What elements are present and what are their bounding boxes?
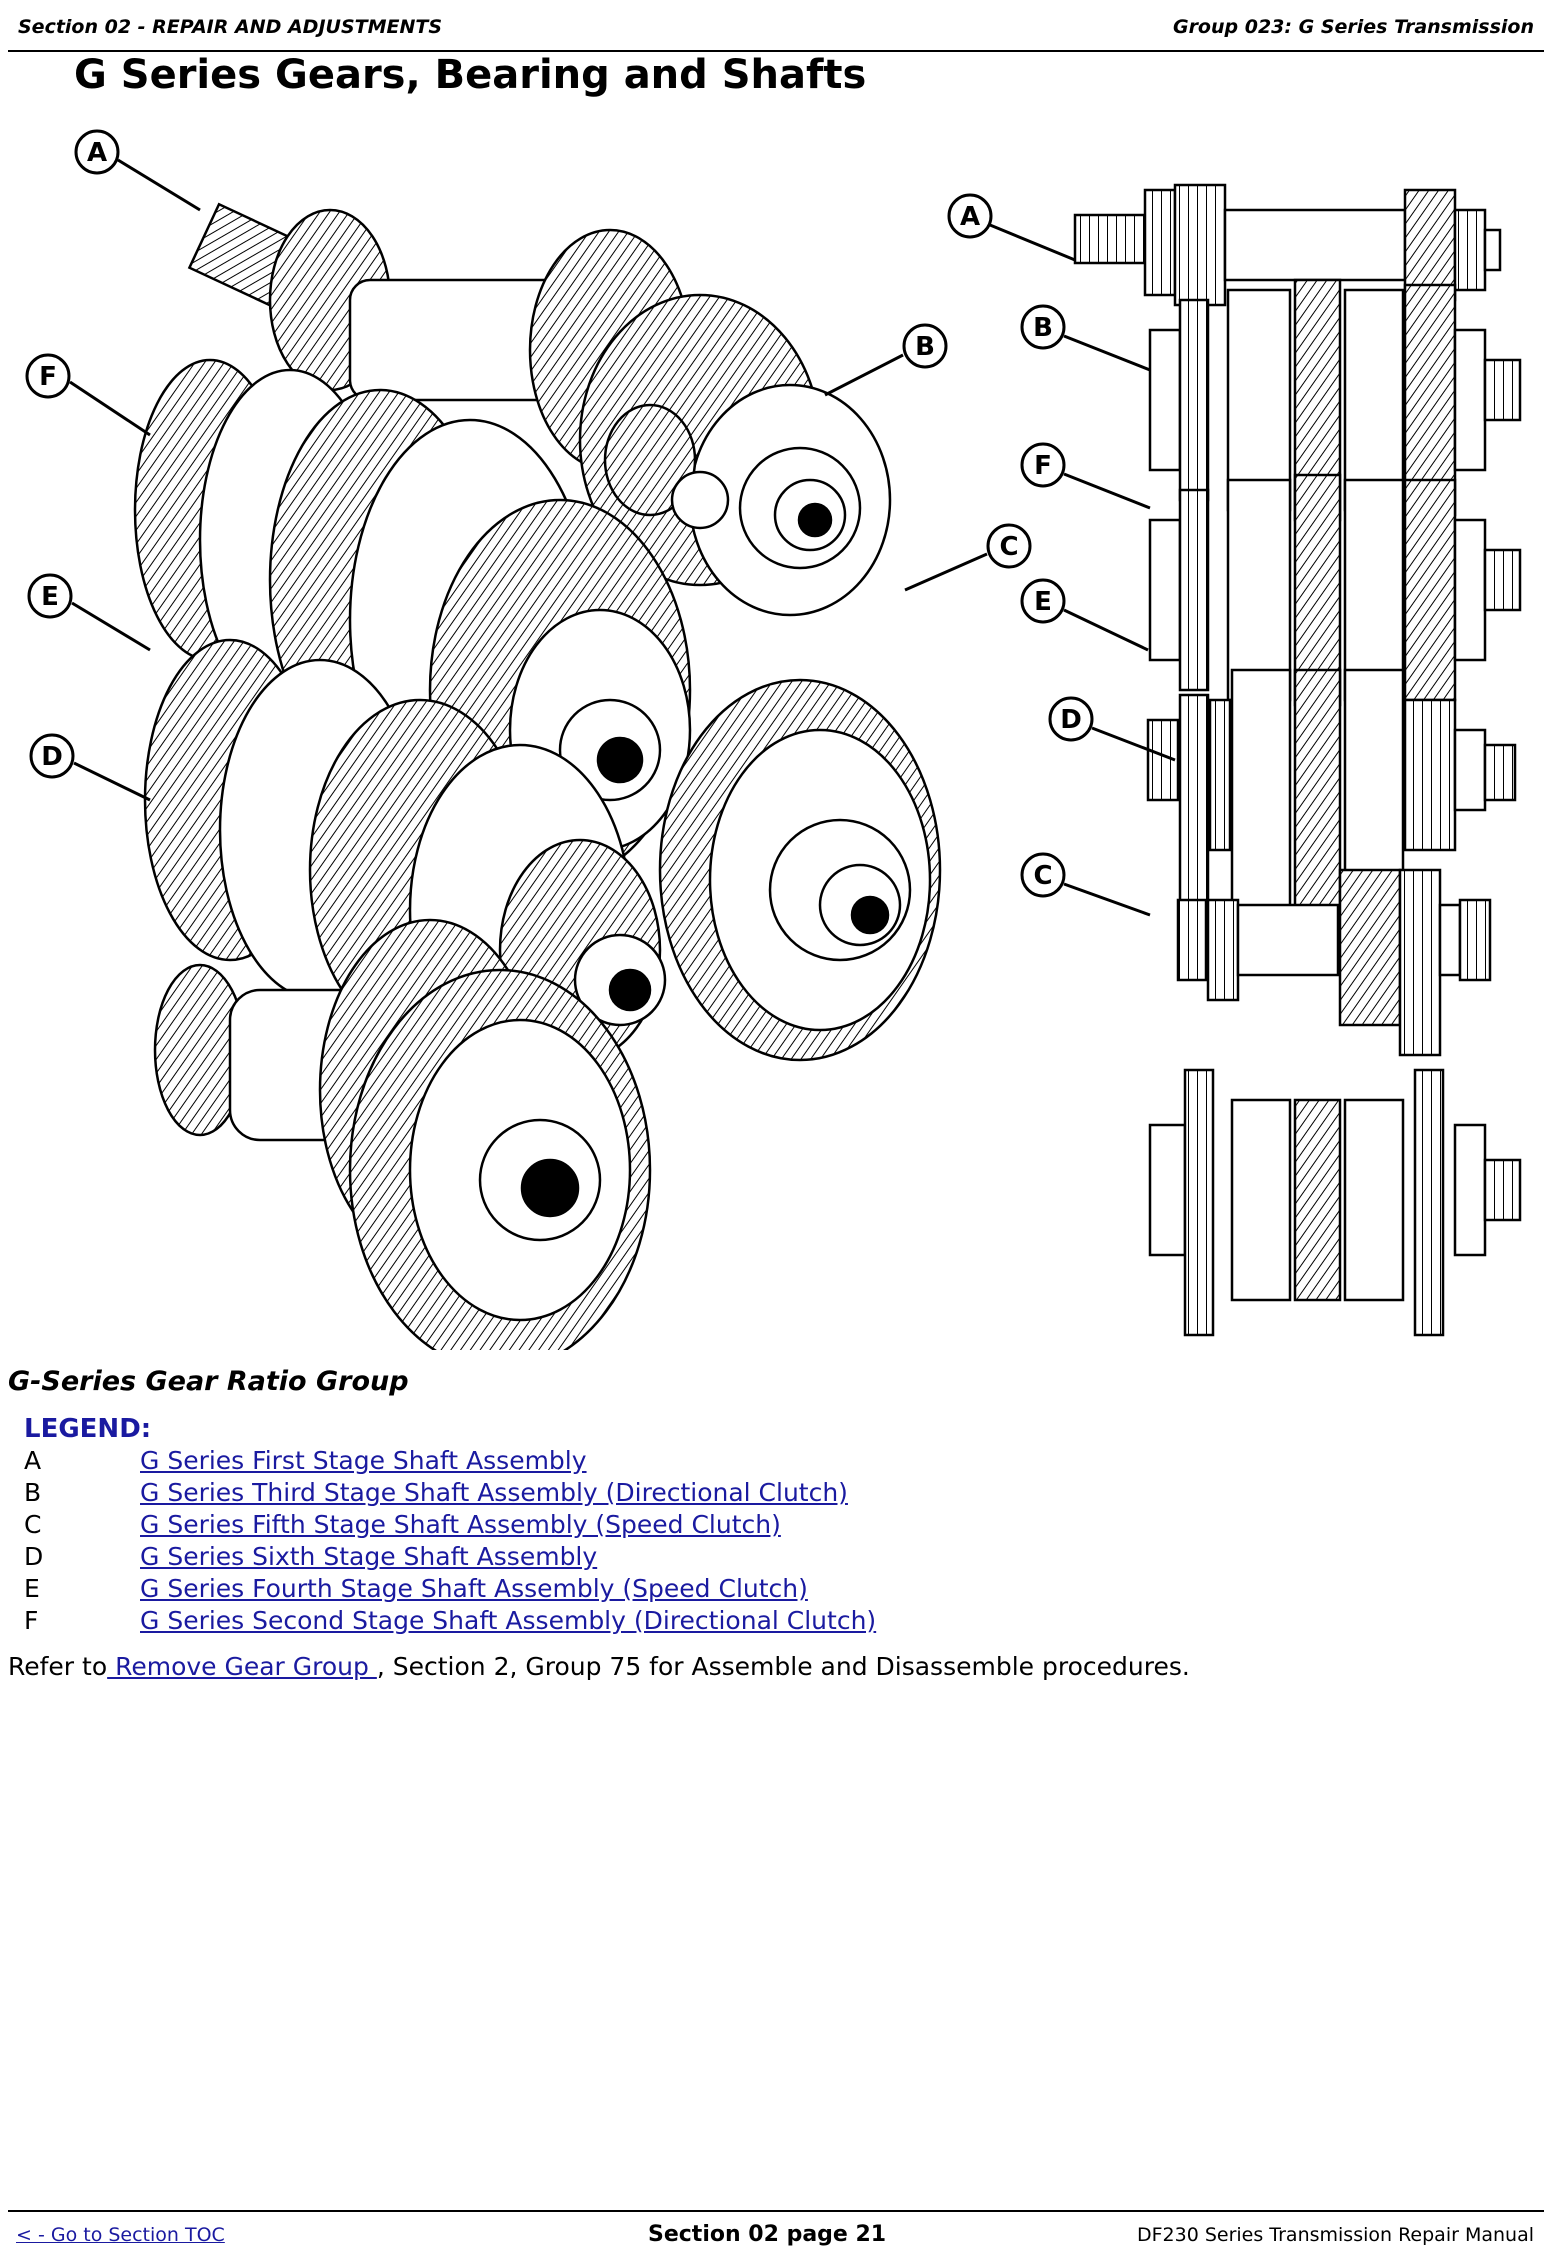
gear-cluster-3d (133, 202, 942, 1350)
manual-title: DF230 Series Transmission Repair Manual (1136, 2224, 1534, 2246)
refer-prefix: Refer to (8, 1652, 108, 1681)
svg-text:F: F (39, 362, 57, 392)
legend-link-fourth-stage[interactable]: G Series Fourth Stage Shaft Assembly (Sp… (140, 1574, 808, 1603)
svg-text:C: C (1033, 861, 1052, 891)
svg-text:A: A (87, 138, 107, 168)
shaft-c-drawing (658, 678, 942, 1062)
callout-d-right: D (1048, 696, 1176, 762)
legend-item: C G Series Fifth Stage Shaft Assembly (Sp… (24, 1510, 876, 1542)
legend-list: A G Series First Stage Shaft Assembly B G … (24, 1446, 876, 1638)
legend-item: D G Series Sixth Stage Shaft Assembly (24, 1542, 876, 1574)
legend-link-fifth-stage[interactable]: G Series Fifth Stage Shaft Assembly (Spe… (140, 1510, 781, 1539)
legend-key: F (24, 1606, 39, 1635)
svg-text:D: D (1060, 705, 1082, 735)
svg-text:E: E (1034, 587, 1052, 617)
legend-key: B (24, 1478, 42, 1507)
svg-text:B: B (915, 332, 935, 362)
legend-item: B G Series Third Stage Shaft Assembly (Di… (24, 1478, 876, 1510)
legend-item: F G Series Second Stage Shaft Assembly (D… (24, 1606, 876, 1638)
refer-sentence: Refer to Remove Gear Group , Section 2, … (8, 1652, 1190, 1681)
callout-a-left: A (74, 129, 201, 212)
page-number: Section 02 page 21 (648, 2222, 887, 2247)
svg-text:A: A (960, 202, 980, 232)
shaft-b-drawing (578, 293, 892, 617)
refer-suffix: , Section 2, Group 75 for Assemble and D… (376, 1652, 1190, 1681)
svg-text:D: D (41, 742, 63, 772)
header-group: Group 023: G Series Transmission (1172, 16, 1534, 38)
legend-item: A G Series First Stage Shaft Assembly (24, 1446, 876, 1478)
shaft-f-drawing (133, 358, 692, 882)
svg-text:B: B (1033, 313, 1053, 343)
legend-link-third-stage[interactable]: G Series Third Stage Shaft Assembly (Dir… (140, 1478, 848, 1507)
callouts-right: A B F E D C (947, 193, 1176, 917)
legend-link-sixth-stage[interactable]: G Series Sixth Stage Shaft Assembly (140, 1542, 598, 1571)
callout-e-left: E (27, 573, 151, 652)
callout-c-left: C (904, 523, 1032, 592)
header-section: Section 02 - REPAIR AND ADJUSTMENTS (18, 16, 443, 38)
figure-caption: G-Series Gear Ratio Group (8, 1366, 409, 1397)
callout-e-right: E (1020, 578, 1149, 652)
gear-elevation-view (1073, 183, 1522, 1337)
callout-f-left: F (25, 353, 151, 437)
page-header: Section 02 - REPAIR AND ADJUSTMENTS Grou… (8, 10, 1544, 52)
legend-item: E G Series Fourth Stage Shaft Assembly (S… (24, 1574, 876, 1606)
legend-key: E (24, 1574, 40, 1603)
callout-c-right: C (1020, 852, 1151, 917)
page-footer: < - Go to Section TOC Section 02 page 21… (8, 2210, 1544, 2252)
svg-text:C: C (999, 532, 1018, 562)
legend-heading: LEGEND: (24, 1414, 152, 1444)
callout-f-right: F (1020, 442, 1151, 510)
remove-gear-group-link[interactable]: Remove Gear Group (107, 1652, 377, 1681)
section-toc-link[interactable]: < - Go to Section TOC (16, 2224, 225, 2246)
legend-key: D (24, 1542, 44, 1571)
legend-link-first-stage[interactable]: G Series First Stage Shaft Assembly (140, 1446, 587, 1475)
callout-d-left: D (29, 733, 151, 802)
legend-key: A (24, 1446, 42, 1475)
callout-a-right: A (947, 193, 1076, 262)
legend-key: C (24, 1510, 42, 1539)
page-title: G Series Gears, Bearing and Shafts (74, 52, 867, 98)
shaft-d-drawing (153, 918, 652, 1350)
svg-text:F: F (1034, 451, 1052, 481)
svg-text:E: E (41, 582, 59, 612)
callouts-left: A F E D B C (25, 129, 1032, 802)
legend-link-second-stage[interactable]: G Series Second Stage Shaft Assembly (Di… (140, 1606, 877, 1635)
callout-b-left: B (824, 323, 948, 397)
callout-b-right: B (1020, 304, 1151, 372)
gear-assembly-illustration: A F E D B C A B F E D C (25, 129, 1522, 1350)
